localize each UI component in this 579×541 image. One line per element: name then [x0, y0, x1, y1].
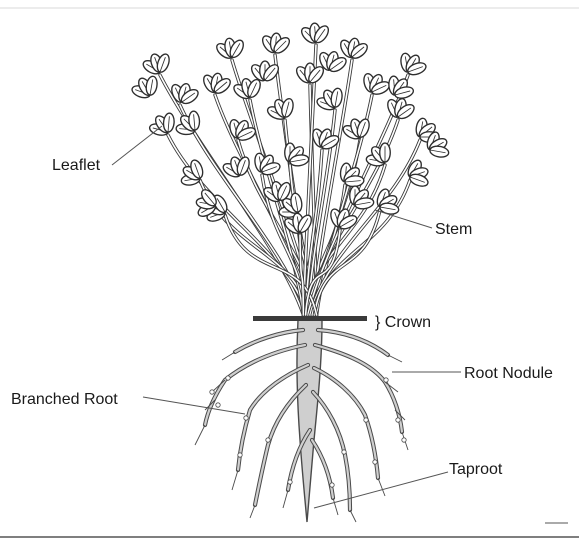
leaflet: [170, 105, 209, 144]
rootlet: [232, 470, 238, 490]
root-nodule: [238, 453, 242, 457]
root-nodule: [384, 378, 388, 382]
root-nodule: [342, 450, 346, 454]
taproot: [297, 320, 322, 522]
root-nodule: [402, 438, 406, 442]
rootlet: [350, 510, 356, 522]
rootlet: [250, 505, 255, 518]
leaflet-cluster: [127, 22, 455, 238]
rootlet: [388, 355, 402, 362]
rootlet: [222, 352, 235, 360]
taproot-label: Taproot: [449, 461, 503, 478]
rootlet: [195, 425, 205, 445]
crown-bar: [253, 316, 367, 321]
leaflet-label: Leaflet: [52, 157, 101, 174]
root-nodule: [266, 438, 270, 442]
rootlet: [378, 478, 385, 496]
root-nodule: [330, 483, 334, 487]
rootlet: [283, 490, 288, 508]
leaflet: [392, 48, 431, 83]
leaflet: [138, 49, 176, 81]
root-nodule: [244, 416, 248, 420]
root-nodule: [288, 480, 292, 484]
root-nodule: [210, 390, 214, 394]
branched-root: [312, 440, 333, 498]
root-nodule: [373, 460, 377, 464]
branched-root-fill: [318, 330, 388, 355]
leaflet: [298, 22, 332, 47]
leaflet: [382, 95, 419, 125]
taproot-leader-line: [314, 472, 448, 508]
branched-root-leader-line: [143, 397, 245, 414]
root-nodule: [364, 418, 368, 422]
leaflet: [294, 63, 326, 85]
root-nodule: [226, 376, 230, 380]
root-nodule-label: Root Nodule: [464, 365, 553, 382]
branched-root-label: Branched Root: [11, 391, 118, 408]
leaflet: [259, 32, 293, 57]
stem-label: Stem: [435, 221, 472, 238]
root-nodule: [216, 403, 220, 407]
rootlet: [333, 498, 338, 515]
branched-root: [318, 330, 388, 355]
root-nodule: [396, 418, 400, 422]
leaflet-leader-line: [112, 126, 162, 165]
branched-root-fill: [315, 345, 402, 432]
crown-label: } Crown: [375, 314, 431, 331]
